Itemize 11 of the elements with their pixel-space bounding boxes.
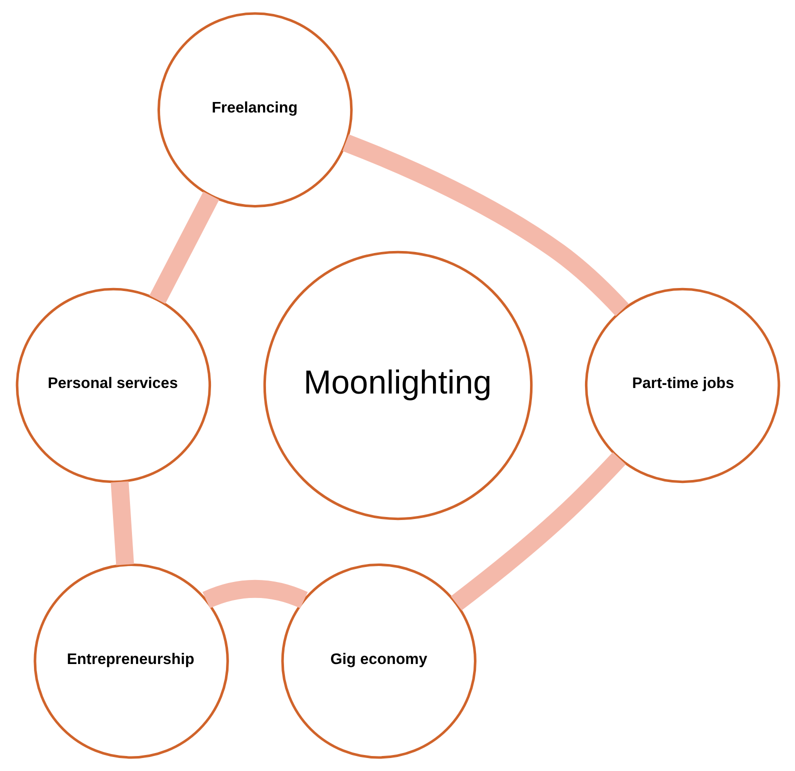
connector	[450, 452, 626, 610]
node-circle: Gig economy	[280, 564, 476, 759]
node-circle: Part-time jobs	[584, 288, 780, 484]
node-circle: Entrepreneurship	[33, 564, 228, 759]
connector	[342, 134, 628, 316]
node-circle: Personal services	[15, 288, 211, 484]
node-circle: Moonlighting	[262, 250, 532, 520]
connector	[148, 192, 219, 304]
connector	[110, 481, 134, 566]
connector	[202, 580, 307, 608]
node-circle: Freelancing	[156, 12, 352, 208]
